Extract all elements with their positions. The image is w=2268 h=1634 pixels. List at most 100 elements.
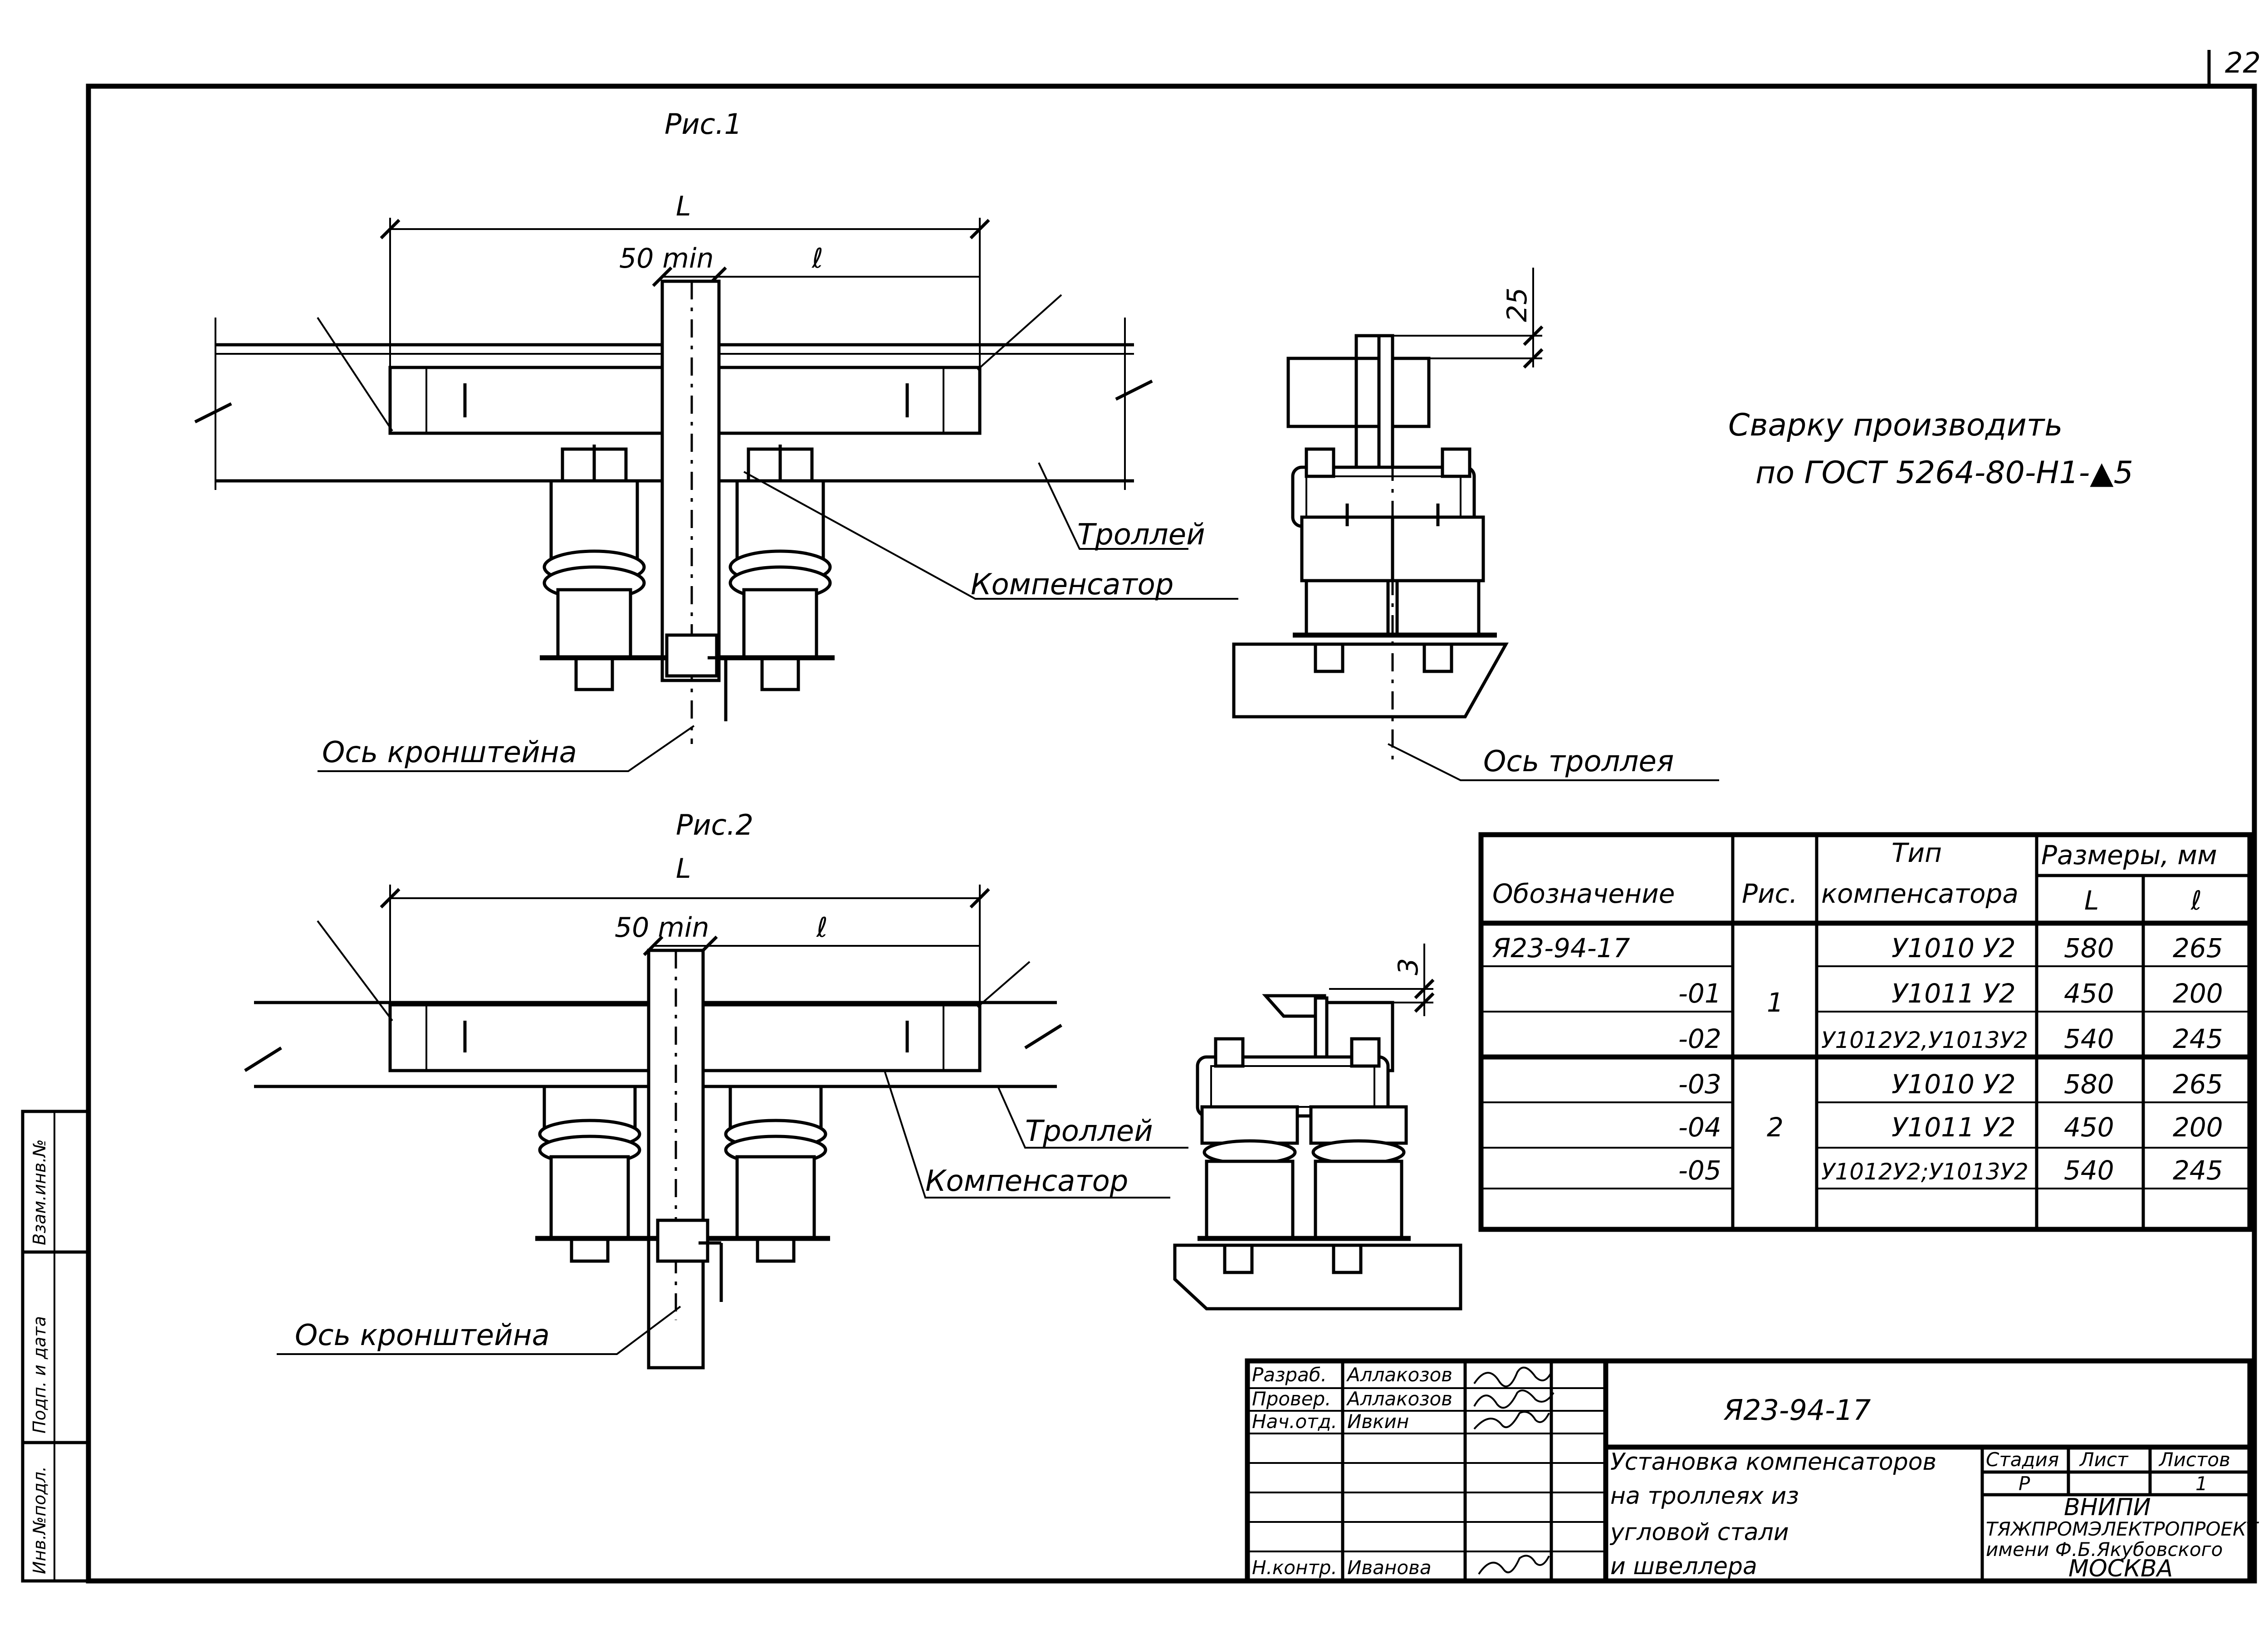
sizes-table: Обозначение Рис. Тип компенсатора Размер… <box>1478 832 2253 1232</box>
fig2-insulator-right <box>724 1085 827 1263</box>
fig1-front-view: Рис.1 L 50 min ℓ <box>194 108 1238 772</box>
welding-note-line1: Сварку производить <box>1728 407 2063 443</box>
table-row-type: У1011 У2 <box>1892 1112 2016 1143</box>
tb-role-dev: Разраб. <box>1252 1364 1327 1386</box>
welding-note-line2: по ГОСТ 5264-80-Н1-▲5 <box>1755 455 2133 491</box>
fig1-dim-L: L <box>676 191 691 222</box>
table-row-type: У1010 У2 <box>1892 933 2016 964</box>
table-row-designation: -02 <box>1678 1023 1721 1054</box>
table-row-l: 265 <box>2173 933 2223 964</box>
fig1-side-insulator-right <box>1391 504 1485 637</box>
table-header-fig: Рис. <box>1742 878 1798 909</box>
table-row-l: 245 <box>2173 1155 2223 1186</box>
fig2-label-bracket-axis: Ось кронштейна <box>295 1319 550 1352</box>
welding-note: Сварку производить по ГОСТ 5264-80-Н1-▲5 <box>1728 407 2133 491</box>
sheet-number: 22 <box>2225 46 2261 79</box>
table-header-designation: Обозначение <box>1492 878 1675 909</box>
table-row-L: 540 <box>2064 1155 2114 1186</box>
table-header-L: L <box>2084 885 2099 916</box>
table-row-l: 200 <box>2173 1112 2223 1143</box>
side-stamp: Инв.№подл. Подп. и дата Взам.инв.№ <box>21 1110 90 1583</box>
table-header-sizes: Размеры, мм <box>2041 840 2217 871</box>
table-header-type-1: Тип <box>1892 837 1942 868</box>
fig2-title: Рис.2 <box>676 808 753 841</box>
fig1-side-view: 25 Ось троллея <box>1232 268 1719 781</box>
tb-stage-value: Р <box>2019 1473 2030 1495</box>
fig2-dim-L: L <box>676 853 691 885</box>
table-row-designation: Я23-94-17 <box>1492 933 1630 964</box>
tb-doc-title-3: угловой стали <box>1609 1519 1789 1546</box>
title-block: Разраб. Аллакозов Провер. Аллакозов Нач.… <box>1245 1358 2259 1584</box>
fig2-dim-l: ℓ <box>816 912 828 944</box>
fig2-dim-side: 3 <box>1393 958 1424 975</box>
tb-role-head: Нач.отд. <box>1252 1410 1337 1433</box>
side-stamp-cell-1: Инв.№подл. <box>29 1466 49 1574</box>
tb-name-check: Аллакозов <box>1346 1388 1452 1410</box>
signature-head <box>1473 1411 1550 1430</box>
side-stamp-cell-3: Взам.инв.№ <box>29 1139 49 1245</box>
tb-doc-title-1: Установка компенсаторов <box>1610 1448 1936 1476</box>
table-header-l: ℓ <box>2190 885 2202 916</box>
table-row-l: 245 <box>2173 1023 2223 1054</box>
tb-col-stage: Стадия <box>1986 1448 2059 1471</box>
tb-org-line-2: ТЯЖПРОМЭЛЕКТРОПРОЕКТ <box>1986 1518 2259 1540</box>
fig1-label-compensator: Компенсатор <box>971 568 1173 602</box>
table-row-fig: 2 <box>1767 1112 1784 1143</box>
table-row-designation: -03 <box>1678 1069 1721 1100</box>
table-row-l: 200 <box>2173 978 2223 1009</box>
tb-doc-code: Я23-94-17 <box>1723 1394 1871 1427</box>
fig1-insulator-left <box>543 445 646 691</box>
tb-doc-title-4: и швеллера <box>1610 1553 1757 1580</box>
fig2-side-insulator-left <box>1200 1105 1299 1240</box>
fig2-label-trolley: Троллей <box>1025 1115 1153 1148</box>
side-stamp-cell-2: Подп. и дата <box>29 1316 49 1433</box>
fig1-label-trolley: Троллей <box>1077 518 1205 552</box>
fig2-side-view: 3 <box>1173 944 1462 1311</box>
table-row-designation: -04 <box>1678 1112 1721 1143</box>
tb-name-norm: Иванова <box>1347 1556 1432 1579</box>
fig1-title: Рис.1 <box>665 108 742 141</box>
tb-org-line-3: имени Ф.Б.Якубовского <box>1986 1538 2223 1561</box>
fig2-side-insulator-right <box>1309 1105 1408 1240</box>
table-row-type: У1011 У2 <box>1892 978 2016 1009</box>
fig2-insulator-left <box>538 1085 641 1263</box>
table-row-designation: -05 <box>1678 1155 1721 1186</box>
fig2-dim-min: 50 min <box>615 912 709 944</box>
tb-role-check: Провер. <box>1252 1388 1331 1410</box>
table-row-L: 580 <box>2064 1069 2114 1100</box>
table-header-type-2: компенсатора <box>1821 878 2019 909</box>
tb-org-line-4: МОСКВА <box>2068 1555 2173 1582</box>
tb-org-line-1: ВНИПИ <box>2064 1494 2151 1521</box>
fig1-dim-l: ℓ <box>811 243 823 274</box>
fig1-dim-side: 25 <box>1501 288 1533 322</box>
table-row-L: 540 <box>2064 1023 2114 1054</box>
signature-check <box>1473 1389 1554 1409</box>
table-row-type: У1012У2;У1013У2 <box>1821 1159 2028 1185</box>
tb-doc-title-2: на троллеях из <box>1610 1482 1799 1510</box>
table-row-l: 265 <box>2173 1069 2223 1100</box>
fig1-label-bracket-axis: Ось кронштейна <box>322 736 577 769</box>
signature-dev <box>1473 1366 1552 1388</box>
tb-sheets-value: 1 <box>2195 1473 2208 1495</box>
table-row-type: У1010 У2 <box>1892 1069 2016 1100</box>
fig1-insulator-right <box>728 445 832 691</box>
tb-col-sheets: Листов <box>2158 1448 2230 1471</box>
table-row-L: 450 <box>2064 1112 2114 1143</box>
table-row-type: У1012У2,У1013У2 <box>1821 1027 2028 1053</box>
sheet-frame <box>86 83 2257 1584</box>
tb-role-norm: Н.контр. <box>1252 1556 1337 1579</box>
fig1-side-insulator-left <box>1300 504 1394 637</box>
tb-col-sheet: Лист <box>2079 1448 2129 1471</box>
tb-name-head: Ивкин <box>1347 1410 1409 1433</box>
signature-norm <box>1478 1555 1550 1575</box>
tb-name-dev: Аллакозов <box>1346 1364 1452 1386</box>
fig2-label-compensator: Компенсатор <box>925 1164 1128 1198</box>
fig1-label-trolley-axis: Ось троллея <box>1483 745 1674 778</box>
fig1-dim-min: 50 min <box>619 243 714 274</box>
table-row-L: 450 <box>2064 978 2114 1009</box>
fig2-front-view: Рис.2 L 50 min ℓ <box>244 808 1188 1370</box>
table-row-L: 580 <box>2064 933 2114 964</box>
table-row-fig: 1 <box>1767 987 1784 1018</box>
table-row-designation: -01 <box>1678 978 1721 1009</box>
